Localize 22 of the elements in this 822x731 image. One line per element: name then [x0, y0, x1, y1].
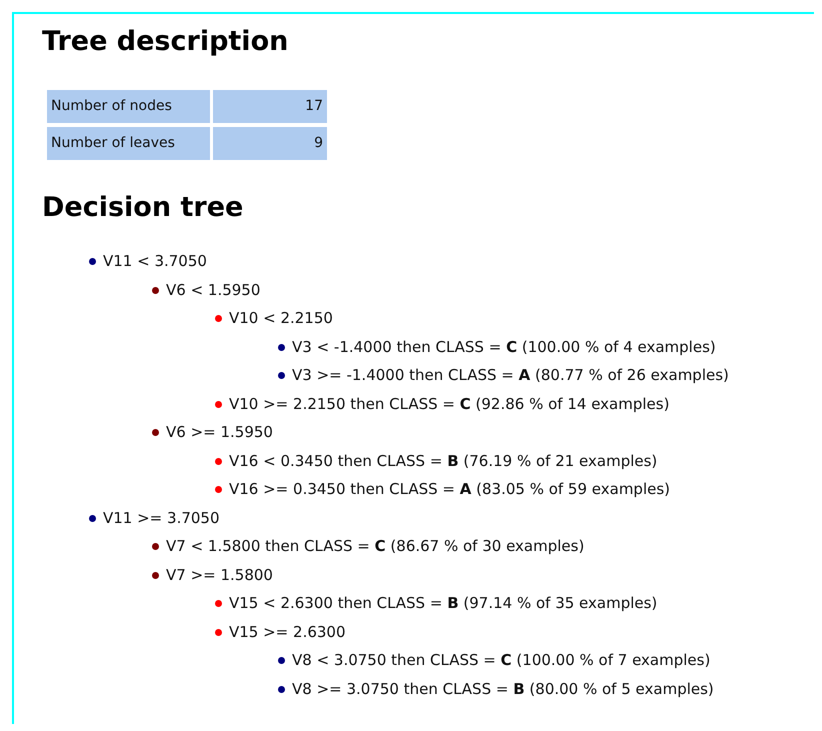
- tree-rule: V16 >= 0.3450 then CLASS = A (83.05 % of 59 examples): [229, 479, 670, 500]
- section-heading: Tree description: [42, 26, 288, 57]
- table-row-label: Number of leaves: [47, 127, 210, 160]
- tree-rule: V6 < 1.5950: [166, 280, 260, 300]
- tree-rule: V3 >= -1.4000 then CLASS = A (80.77 % of 26 examples): [292, 365, 729, 386]
- tree-rule: V7 >= 1.5800: [166, 564, 273, 586]
- tree-rule: V10 < 2.2150: [229, 308, 333, 329]
- tree-rule: V15 < 2.6300 then CLASS = B (97.14 % of 35 examples): [229, 593, 658, 614]
- tree-rule: V3 < -1.4000 then CLASS = C (100.00 % of 4 examples): [292, 336, 716, 358]
- tree-rule: V16 < 0.3450 then CLASS = B (76.19 % of 21 examples): [229, 450, 658, 472]
- table-row-label: Number of nodes: [47, 90, 210, 123]
- tree-rule: V11 < 3.7050: [103, 251, 207, 272]
- tree-rule: V11 >= 3.7050: [103, 508, 220, 528]
- tree-rule: V15 >= 2.6300: [229, 622, 346, 642]
- tree-rule: V7 < 1.5800 then CLASS = C (86.67 % of 30 examples): [166, 536, 584, 557]
- section-heading: Decision tree: [42, 192, 244, 223]
- tree-rule: V6 >= 1.5950: [166, 422, 273, 443]
- tree-rule: V8 >= 3.0750 then CLASS = B (80.00 % of 5 examples): [292, 678, 714, 700]
- tree-rule: V10 >= 2.2150 then CLASS = C (92.86 % of 14 examples): [229, 394, 670, 414]
- table-value: 9: [213, 127, 327, 160]
- table-value: 17: [213, 90, 327, 123]
- tree-rule: V8 < 3.0750 then CLASS = C (100.00 % of 7 examples): [292, 650, 710, 671]
